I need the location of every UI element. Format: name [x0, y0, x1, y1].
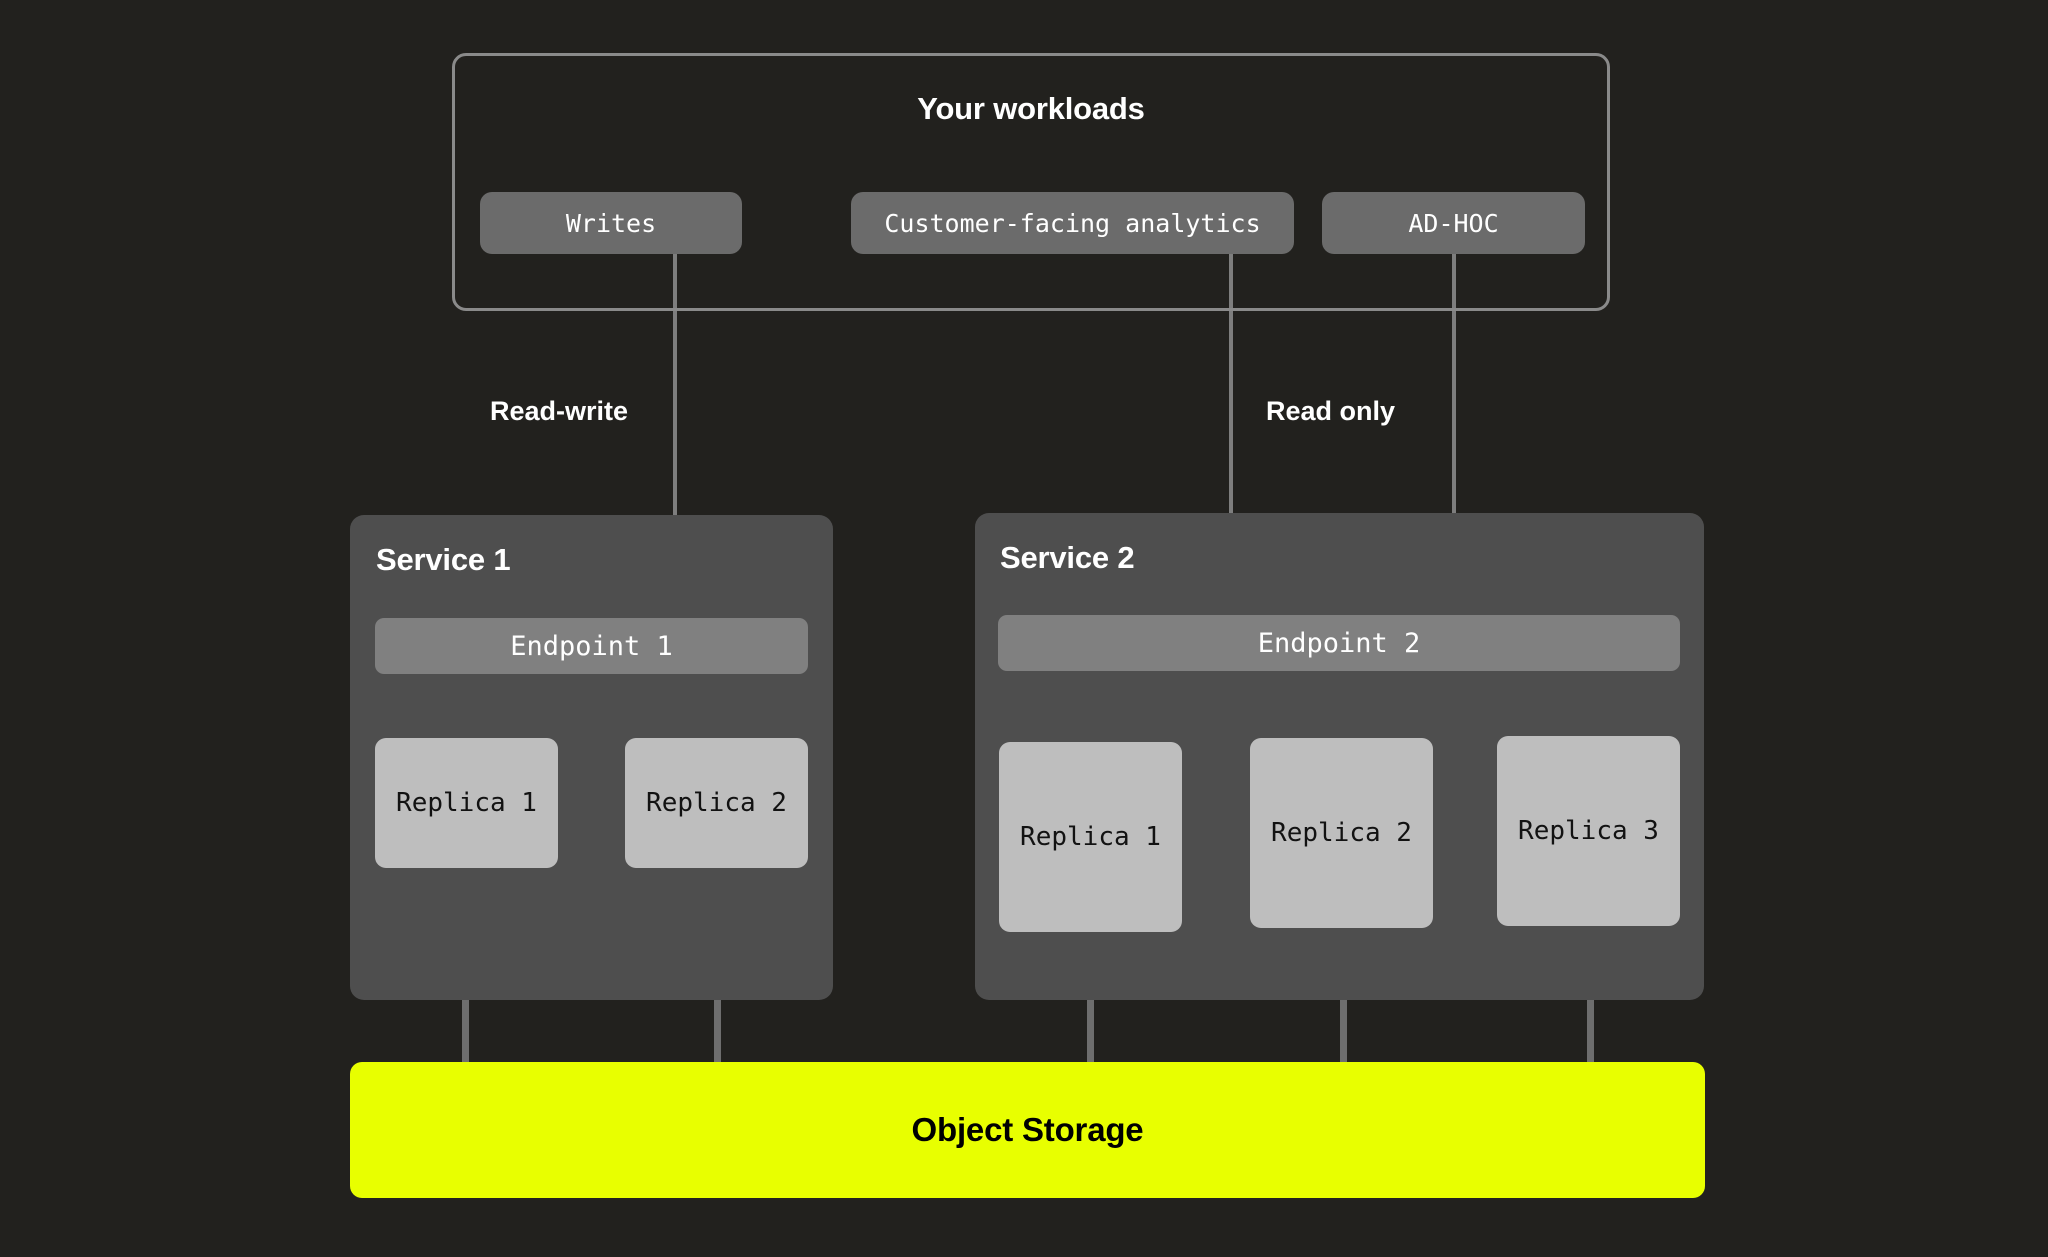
- connector-adhoc-to-service2: [1452, 239, 1456, 577]
- connector-analytics-to-service2: [1229, 239, 1233, 577]
- edge-label-read-write: Read-write: [490, 396, 629, 426]
- workloads-container: [452, 53, 1610, 311]
- workload-chip-ad-hoc[interactable]: AD-HOC: [1322, 192, 1585, 254]
- service-1-replica-2[interactable]: Replica 2: [625, 738, 808, 868]
- connector-writes-to-service1: [673, 239, 677, 579]
- workloads-title: Your workloads: [917, 91, 1145, 126]
- service-1-title: Service 1: [376, 542, 511, 577]
- service-2-replica-1[interactable]: Replica 1: [999, 742, 1182, 932]
- service-1-endpoint[interactable]: Endpoint 1: [375, 618, 808, 674]
- workload-chip-writes[interactable]: Writes: [480, 192, 742, 254]
- connector-service2-replica3-to-storage: [1587, 930, 1594, 1070]
- service-2-replica-3[interactable]: Replica 3: [1497, 736, 1680, 926]
- connector-service2-replica1-to-storage: [1087, 930, 1094, 1070]
- service-2-title: Service 2: [1000, 540, 1135, 575]
- service-2-replica-2[interactable]: Replica 2: [1250, 738, 1433, 928]
- object-storage-bar[interactable]: Object Storage: [350, 1062, 1705, 1198]
- connector-service2-replica2-to-storage: [1340, 930, 1347, 1070]
- workload-chip-customer-facing-analytics[interactable]: Customer-facing analytics: [851, 192, 1294, 254]
- service-2-endpoint[interactable]: Endpoint 2: [998, 615, 1680, 671]
- service-1-replica-1[interactable]: Replica 1: [375, 738, 558, 868]
- edge-label-read-only: Read only: [1266, 396, 1396, 426]
